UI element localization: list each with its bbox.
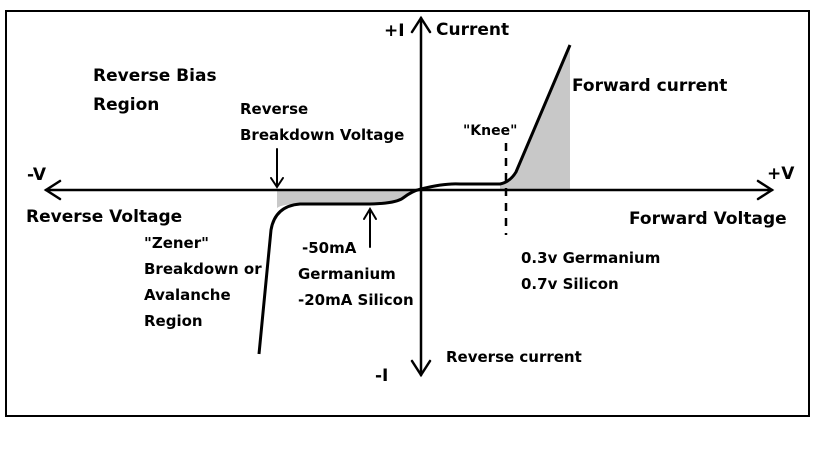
reverse-current-label: Reverse current bbox=[446, 348, 582, 366]
forward-voltage-label: Forward Voltage bbox=[629, 209, 787, 229]
reverse-bias-region-label: Reverse Bias Region bbox=[93, 66, 222, 115]
y-axis-positive-label: +I bbox=[384, 21, 405, 41]
reverse-leakage-label: -50mA Germanium -20mA Silicon bbox=[298, 239, 414, 309]
x-axis-positive-label: +V bbox=[767, 164, 795, 184]
reverse-voltage-label: Reverse Voltage bbox=[26, 207, 182, 227]
knee-label: "Knee" bbox=[463, 123, 517, 139]
leakage-arrow bbox=[363, 207, 377, 248]
zener-region-label: "Zener" Breakdown or Avalanche Region bbox=[144, 234, 267, 330]
y-axis-negative-label: -I bbox=[375, 366, 388, 386]
x-axis-negative-label: -V bbox=[27, 165, 47, 185]
breakdown-arrow bbox=[270, 148, 284, 189]
y-axis bbox=[410, 15, 432, 378]
reverse-breakdown-label: Reverse Breakdown Voltage bbox=[240, 100, 404, 144]
forward-current-label: Forward current bbox=[572, 76, 727, 96]
x-axis bbox=[43, 179, 775, 201]
forward-voltage-drop-label: 0.3v Germanium 0.7v Silicon bbox=[521, 249, 666, 293]
iv-curve bbox=[257, 44, 572, 355]
forward-current-shaded-region bbox=[500, 45, 570, 190]
y-axis-title: Current bbox=[436, 20, 509, 40]
diagram-frame bbox=[5, 10, 810, 417]
